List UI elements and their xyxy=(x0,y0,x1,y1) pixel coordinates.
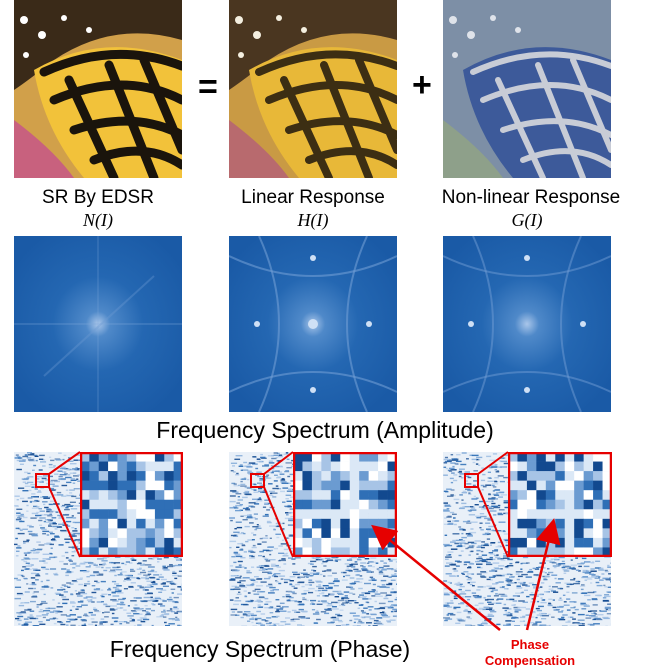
phase-compensation-label: Phase Compensation xyxy=(475,637,585,669)
plus-sign: + xyxy=(412,66,432,104)
edsr-butterfly-image xyxy=(14,0,182,178)
linear-caption: Linear Response xyxy=(241,187,385,208)
zoom-inset-nonlinear xyxy=(507,451,613,558)
zoom-inset-edsr xyxy=(79,451,184,558)
zoom-source-box-linear xyxy=(250,473,265,488)
zoom-inset-linear xyxy=(292,451,398,558)
arrow-to-linear xyxy=(371,524,501,631)
linear-formula: H(I) xyxy=(297,210,329,230)
edsr-formula: N(I) xyxy=(83,210,113,230)
linear-response-image xyxy=(229,0,397,178)
edsr-caption: SR By EDSR xyxy=(42,187,154,208)
zoom-source-box-edsr xyxy=(35,473,50,488)
arrow-to-nonlinear xyxy=(525,518,561,631)
nonlinear-formula: G(I) xyxy=(511,210,543,230)
nonlinear-caption: Non-linear Response xyxy=(441,187,621,208)
nonlinear-response-image xyxy=(443,0,611,178)
phase-compensation-line2: Compensation xyxy=(484,653,576,668)
phase-compensation-line1: Phase xyxy=(510,637,550,652)
zoom-source-box-nonlinear xyxy=(464,473,479,488)
phase-section-title: Frequency Spectrum (Phase) xyxy=(109,636,411,662)
equals-sign: = xyxy=(198,68,218,106)
amplitude-section-title: Frequency Spectrum (Amplitude) xyxy=(156,417,494,443)
amplitude-spectrum-edsr xyxy=(14,236,182,412)
amplitude-spectrum-nonlinear xyxy=(443,236,611,412)
amplitude-spectrum-linear xyxy=(229,236,397,412)
